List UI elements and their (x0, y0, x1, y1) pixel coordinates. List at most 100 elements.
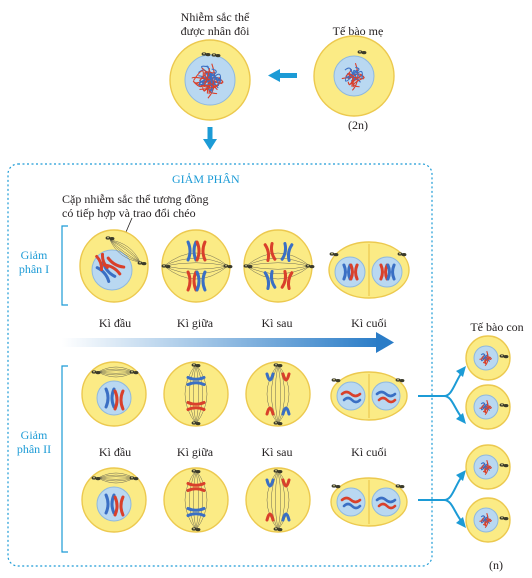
centrosome-icon (499, 463, 509, 468)
chromosome (186, 506, 206, 518)
chromatid (265, 406, 275, 416)
m2-metaphase-label: Kì giữa (176, 445, 214, 459)
chromatid (377, 502, 397, 510)
m1-prophase-cell (79, 229, 149, 303)
chromosome (186, 400, 206, 412)
spindle-fibers (184, 469, 208, 531)
daughter-ploidy-label: (n) (489, 558, 503, 572)
chromosome (263, 270, 277, 290)
daughter-cell (465, 384, 511, 430)
m2-metaphase-cell (163, 467, 229, 533)
m1-metaphase-label: Kì giữa (176, 316, 214, 330)
chromosome (113, 389, 125, 411)
chromatid (265, 512, 275, 522)
chromosome (280, 270, 294, 290)
centrosome-icon (499, 354, 509, 359)
m1-telophase-label: Kì cuối (351, 316, 387, 330)
chromatid (342, 502, 362, 510)
cytoplasm (245, 361, 311, 427)
nucleus (336, 381, 366, 411)
chromosome (104, 493, 116, 515)
m2-telophase-cell (330, 371, 408, 421)
spindle-fibers (266, 469, 290, 531)
chromosome (186, 240, 198, 262)
centrosome-icon (129, 370, 139, 375)
chromosome (280, 242, 294, 262)
chromatid (281, 372, 291, 382)
chromosome (195, 270, 207, 292)
chromosome (349, 263, 359, 281)
cytoplasm (163, 361, 229, 427)
parent-cell-label: Tế bào mẹ (332, 24, 384, 38)
centrosome-icon (105, 236, 115, 241)
meiosis-2-label: Giảm phân II (16, 428, 52, 456)
chromatid (340, 496, 362, 504)
branch-arrows-bottom (418, 475, 463, 523)
centrosome-icon (243, 264, 253, 269)
chromatid (281, 512, 291, 522)
centrosome-icon (273, 363, 283, 368)
chromosome (386, 263, 396, 281)
m1-prophase-label: Kì đầu (98, 316, 132, 330)
chromosome (379, 263, 389, 281)
cytoplasm (243, 229, 313, 303)
chromatid (377, 396, 397, 404)
centrosome-icon (329, 252, 339, 257)
centrosome-icon (273, 469, 283, 474)
chromosome (186, 270, 198, 292)
m2-anaphase-cell (245, 361, 311, 427)
centrosome-icon (91, 370, 101, 375)
nucleus (371, 487, 401, 517)
tangled-chromatin (341, 62, 365, 91)
meiosis-1-bracket (61, 225, 68, 306)
spindle-fibers (184, 363, 208, 425)
tangled-chromatin (479, 350, 493, 367)
daughter-cell (465, 335, 511, 381)
chromosome (104, 387, 116, 409)
centrosome-icon (191, 363, 201, 368)
left-arrow-icon (268, 69, 297, 82)
chromatid (375, 390, 397, 398)
chromatid (265, 372, 275, 382)
centrosome-icon (499, 403, 509, 408)
chromosome (263, 242, 277, 262)
nucleus (371, 381, 401, 411)
tangled-chromatin (479, 512, 493, 529)
spindle-fibers (109, 239, 141, 263)
centrosome-icon (395, 378, 405, 383)
chromosome (342, 263, 352, 281)
duplicated-cell (169, 39, 251, 121)
daughter-cell (465, 444, 511, 490)
centrosome-icon (499, 516, 509, 521)
centrosome-icon (273, 421, 283, 426)
centrosome-icon (201, 52, 211, 57)
cytoplasm (163, 467, 229, 533)
daughter-cell (465, 497, 511, 543)
centrosome-icon (357, 50, 367, 55)
meiosis-1-label: Giảm phân I (18, 248, 50, 276)
centrosome-icon (129, 476, 139, 481)
chromatid (281, 406, 291, 416)
m2-telophase-cell (330, 477, 408, 527)
m2-anaphase-cell (245, 467, 311, 533)
parent-cell (313, 35, 395, 117)
chromatid (375, 496, 397, 504)
chromatid (340, 390, 362, 398)
centrosome-icon (191, 527, 201, 532)
centrosome-icon (137, 261, 147, 266)
m1-anaphase-cell (243, 229, 315, 303)
centrosome-icon (397, 252, 407, 257)
m1-anaphase-label: Kì sau (261, 316, 293, 330)
centrosome-icon (331, 378, 341, 383)
m1-telophase-cell (328, 241, 410, 299)
nucleus (336, 487, 366, 517)
chromosome (195, 240, 207, 262)
m2-prophase-cell (81, 361, 147, 427)
cytoplasm (245, 467, 311, 533)
centrosome-icon (211, 53, 221, 58)
chromatid (265, 478, 275, 488)
chromatid (342, 396, 362, 404)
branch-arrows-top (418, 371, 463, 419)
m2-metaphase-cell (163, 361, 229, 427)
